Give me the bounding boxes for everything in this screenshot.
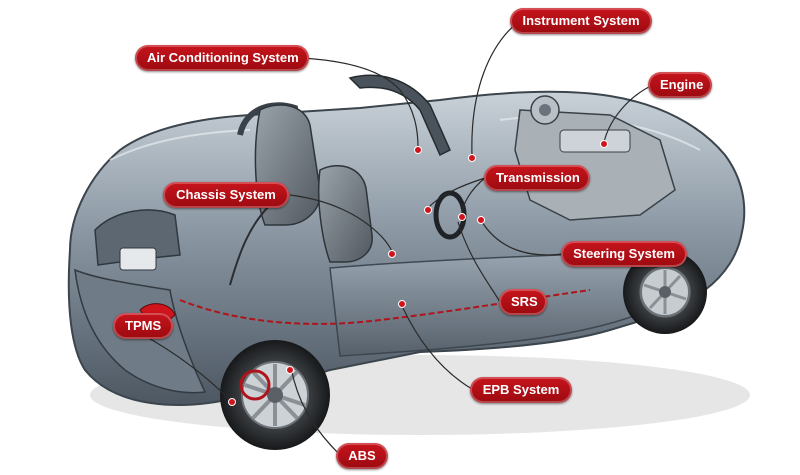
label-tpms: TPMS [113, 313, 173, 339]
label-instrument-system: Instrument System [510, 8, 652, 34]
label-engine: Engine [648, 72, 712, 98]
label-air-conditioning-system: Air Conditioning System [135, 45, 309, 71]
label-srs: SRS [499, 289, 547, 315]
label-chassis-system: Chassis System [163, 182, 289, 208]
label-steering-system: Steering System [561, 241, 687, 267]
label-epb-system: EPB System [470, 377, 572, 403]
label-transmission: Transmission [484, 165, 590, 191]
label-abs: ABS [336, 443, 388, 469]
passenger-seat [319, 166, 372, 262]
